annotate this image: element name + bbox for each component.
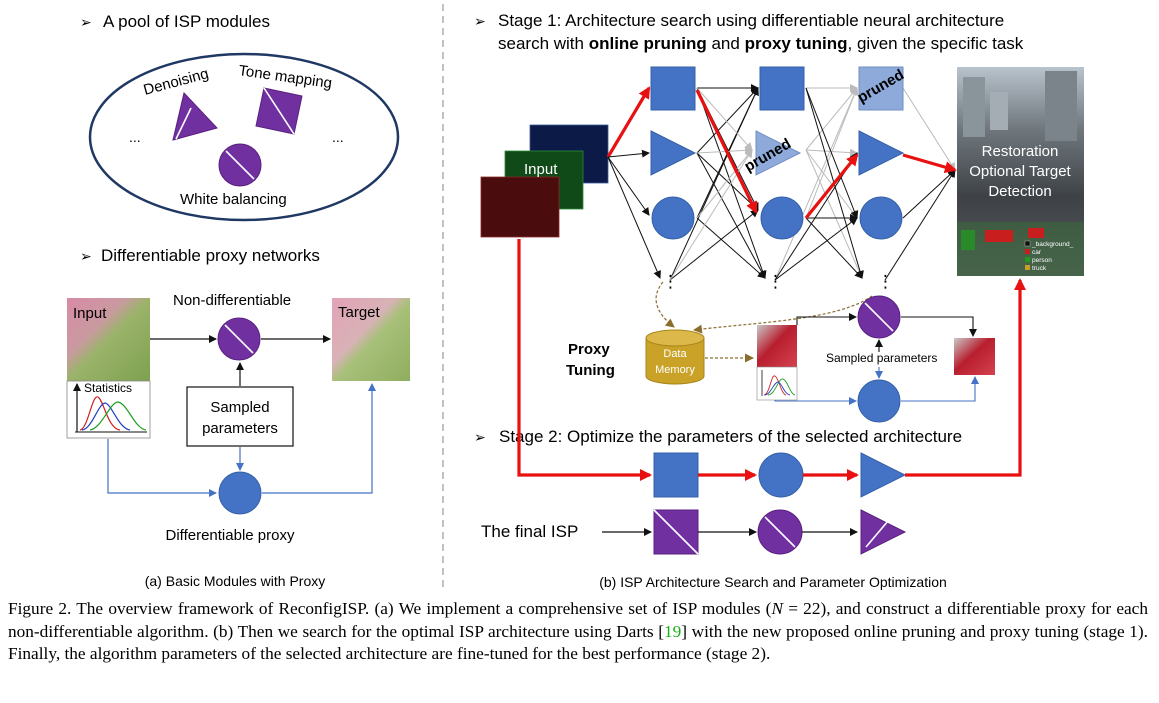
data-memory-line1: Data (663, 348, 687, 360)
selected-path (606, 86, 957, 220)
sampled-parameters-line2: parameters (202, 420, 278, 437)
proxy-to-result-arrow (901, 376, 979, 402)
input-image (67, 298, 150, 381)
collect-arrow-1 (655, 281, 675, 328)
bullet-arrow-icon: ➢ (474, 13, 486, 29)
col3-circle-module (859, 196, 903, 240)
tone-mapping-module-icon (255, 87, 303, 135)
stage2-circle-module (758, 452, 804, 498)
figure-caption: Figure 2. The overview framework of Reco… (8, 599, 1148, 663)
tuning-output-patch (954, 338, 995, 375)
final-isp-label: The final ISP (481, 522, 578, 541)
ellipsis-right: ... (332, 129, 344, 145)
stage1-heading-line2: search with online pruning and proxy tun… (498, 34, 1024, 53)
panel-b: ➢ Stage 1: Architecture search using dif… (474, 11, 1084, 590)
tuning-input-patch (757, 325, 797, 367)
bullet-arrow-icon: ➢ (80, 14, 92, 30)
col1-circle-module (651, 196, 695, 240)
legend-background: _background_ (1031, 241, 1074, 248)
statistics-curve-green (89, 401, 147, 431)
col3-square-module-pruned (858, 66, 904, 111)
legend-person: person (1032, 257, 1052, 264)
proxy-tuning-line1: Proxy (568, 341, 610, 358)
col2-triangle-module-pruned (755, 130, 802, 176)
col3-triangle-module (858, 130, 905, 176)
data-memory-icon (645, 329, 705, 385)
search-edges-col1-col2 (669, 84, 767, 281)
tuning-module-icon (857, 295, 901, 339)
search-input-label: Input (524, 161, 558, 178)
pool-heading: A pool of ISP modules (103, 12, 270, 31)
tuning-sampled-parameters: Sampled parameters (826, 351, 937, 365)
citation-link[interactable]: 19 (663, 621, 682, 641)
sampled-parameters-line1: Sampled (210, 399, 269, 416)
collect-arrow-2 (693, 295, 873, 334)
tuning-curve-green (767, 378, 796, 396)
panel-b-subcaption: (b) ISP Architecture Search and Paramete… (599, 574, 947, 590)
col1-vdots: ⋮ (662, 272, 679, 291)
output-label-restoration: Restoration (982, 143, 1059, 160)
sampled-parameters-box (186, 386, 294, 447)
output-city-image (957, 67, 1084, 276)
tuning-proxy-icon (857, 379, 901, 423)
legend-car: car (1032, 249, 1042, 256)
statistics-label: Statistics (84, 381, 132, 395)
tuning-curve-red (763, 375, 787, 396)
tuning-stats-plot (756, 366, 798, 401)
white-balancing-module-icon (218, 143, 262, 187)
col1-square-module (650, 66, 696, 111)
differentiable-proxy-icon (218, 471, 262, 515)
col1-triangle-module (650, 130, 697, 176)
input-fanout-edges (607, 149, 661, 279)
final-square-module (653, 509, 699, 555)
proxy-tuning-line2: Tuning (566, 362, 615, 379)
final-triangle-module (860, 509, 907, 555)
panel-a-subcaption: (a) Basic Modules with Proxy (145, 573, 326, 589)
bullet-arrow-icon: ➢ (474, 429, 486, 445)
stage2-input-path (517, 239, 652, 481)
col2-square-module (759, 66, 805, 111)
output-label-detection: Detection (988, 183, 1051, 200)
non-differentiable-module-icon (217, 317, 261, 361)
stage2-heading: Stage 2: Optimize the parameters of the … (499, 427, 962, 446)
proxy-heading: Differentiable proxy networks (101, 246, 320, 265)
pruned-edges (669, 84, 956, 281)
col3-vdots: ⋮ (877, 272, 894, 291)
stage2-triangle-module (860, 452, 907, 498)
tuning-curve-blue (764, 381, 791, 396)
stage2-output-path (905, 278, 1026, 477)
panel-a: ➢ A pool of ISP modules Denoising Tone m… (66, 12, 410, 589)
ellipsis-left: ... (129, 129, 141, 145)
module-white-balancing-label: White balancing (180, 191, 287, 208)
input-label: Input (73, 305, 107, 322)
statistics-curve-red (79, 396, 121, 431)
stage2-square-module (653, 452, 699, 498)
stage1-heading-line1: Stage 1: Architecture search using diffe… (498, 11, 1004, 30)
stats-to-proxy-arrow (774, 397, 857, 405)
bullet-arrow-icon: ➢ (80, 248, 92, 264)
module-tone-mapping-label: Tone mapping (237, 62, 333, 92)
target-label: Target (338, 304, 381, 321)
differentiable-proxy-label: Differentiable proxy (166, 527, 295, 544)
patch-to-module-arrow (796, 313, 857, 325)
search-edges-col2-col3 (774, 87, 956, 281)
final-circle-module (757, 509, 803, 555)
module-to-result-arrow (901, 316, 977, 337)
input-channel-red (480, 176, 560, 238)
denoising-module-icon (172, 91, 218, 141)
non-differentiable-label: Non-differentiable (173, 292, 291, 309)
proxy-to-target-arrow (262, 383, 376, 494)
stats-to-proxy-arrow (107, 439, 217, 497)
col2-vdots: ⋮ (767, 272, 784, 291)
col2-circle-module (760, 196, 804, 240)
output-label-target: Optional Target (969, 163, 1071, 180)
module-pool-ellipse (88, 52, 400, 222)
statistics-curve-blue (81, 402, 131, 431)
detection-legend: _background_ car person truck (1024, 240, 1074, 272)
legend-truck: truck (1032, 265, 1047, 272)
target-image (332, 298, 410, 381)
data-memory-line2: Memory (655, 364, 695, 376)
